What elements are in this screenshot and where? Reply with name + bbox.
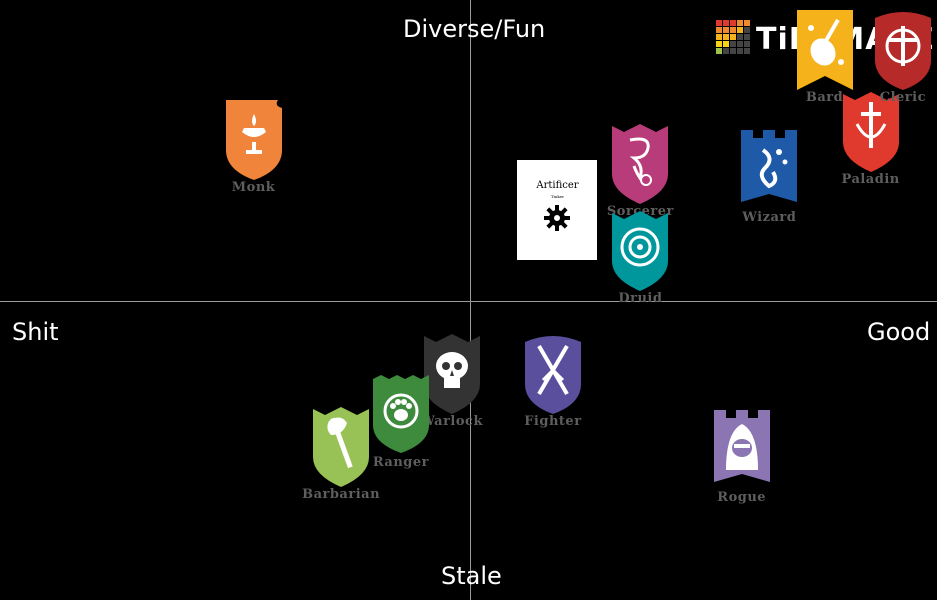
axis-label-left: Shit [12,318,59,346]
gear-icon [544,205,571,232]
point-label: Ranger [372,454,430,470]
stars-icon [741,129,798,202]
point-label: Cleric [879,89,926,105]
horizontal-axis [0,301,937,302]
class-point-wizard[interactable]: Wizard [739,128,799,225]
point-label: Monk [231,180,276,196]
logo-grid-icon [716,20,750,54]
cross-icon [874,11,931,90]
class-point-warlock[interactable]: Warlock [420,332,482,429]
axe-icon [313,407,370,487]
point-label: Sorcerer [606,203,674,219]
class-point-paladin[interactable]: Paladin [841,90,901,187]
crossed-swords-icon [524,336,581,414]
sorcerer-swirl-icon [612,123,669,204]
class-point-cleric[interactable]: Cleric [873,8,933,105]
axis-label-bottom: Stale [441,562,502,590]
point-label: Warlock [420,414,483,429]
chalice-icon [225,100,282,181]
hood-icon [713,409,770,482]
point-label: Rogue [717,489,767,505]
point-label: Druid [618,291,663,307]
class-point-druid[interactable]: Druid [610,209,670,306]
point-label: Paladin [841,171,900,187]
point-label: Wizard [742,209,797,225]
class-point-barbarian[interactable]: Barbarian [302,405,380,502]
druid-spiral-icon [612,211,669,292]
vertical-axis [470,0,471,600]
point-subtitle: Tinker [550,194,565,200]
point-label: Fighter [524,414,582,429]
sword-icon [842,91,899,172]
lute-icon [796,9,853,90]
paw-icon [372,374,429,453]
class-point-sorcerer[interactable]: Sorcerer [607,122,673,219]
point-label: Artificer [536,180,579,192]
class-point-rogue[interactable]: Rogue [712,408,772,505]
point-label: Barbarian [302,487,381,502]
point-label: Bard [805,89,844,105]
skull-icon [423,334,480,414]
class-point-bard[interactable]: Bard [795,8,855,105]
class-point-fighter[interactable]: Fighter [523,332,583,429]
axis-label-right: Good [867,318,931,346]
class-point-monk[interactable]: Monk [224,98,284,195]
class-point-ranger[interactable]: Ranger [371,373,431,470]
axis-label-top: Diverse/Fun [403,15,546,43]
